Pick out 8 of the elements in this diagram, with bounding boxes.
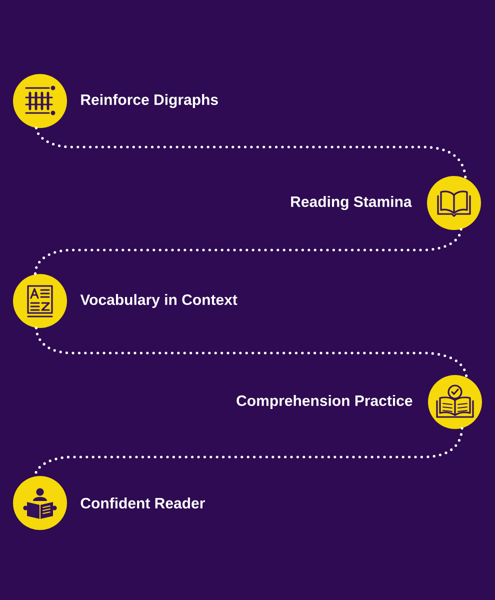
step-title: Confident Reader [80, 498, 205, 508]
dotted-path [34, 326, 468, 379]
step-title: Reading Stamina [291, 196, 412, 210]
step-title: Reinforce Digraphs [81, 94, 218, 108]
dotted-path [34, 126, 467, 180]
step-title: Vocabulary in Context [80, 294, 238, 308]
dotted-path [34, 228, 462, 276]
step-title: Comprehension Practice [236, 395, 412, 409]
